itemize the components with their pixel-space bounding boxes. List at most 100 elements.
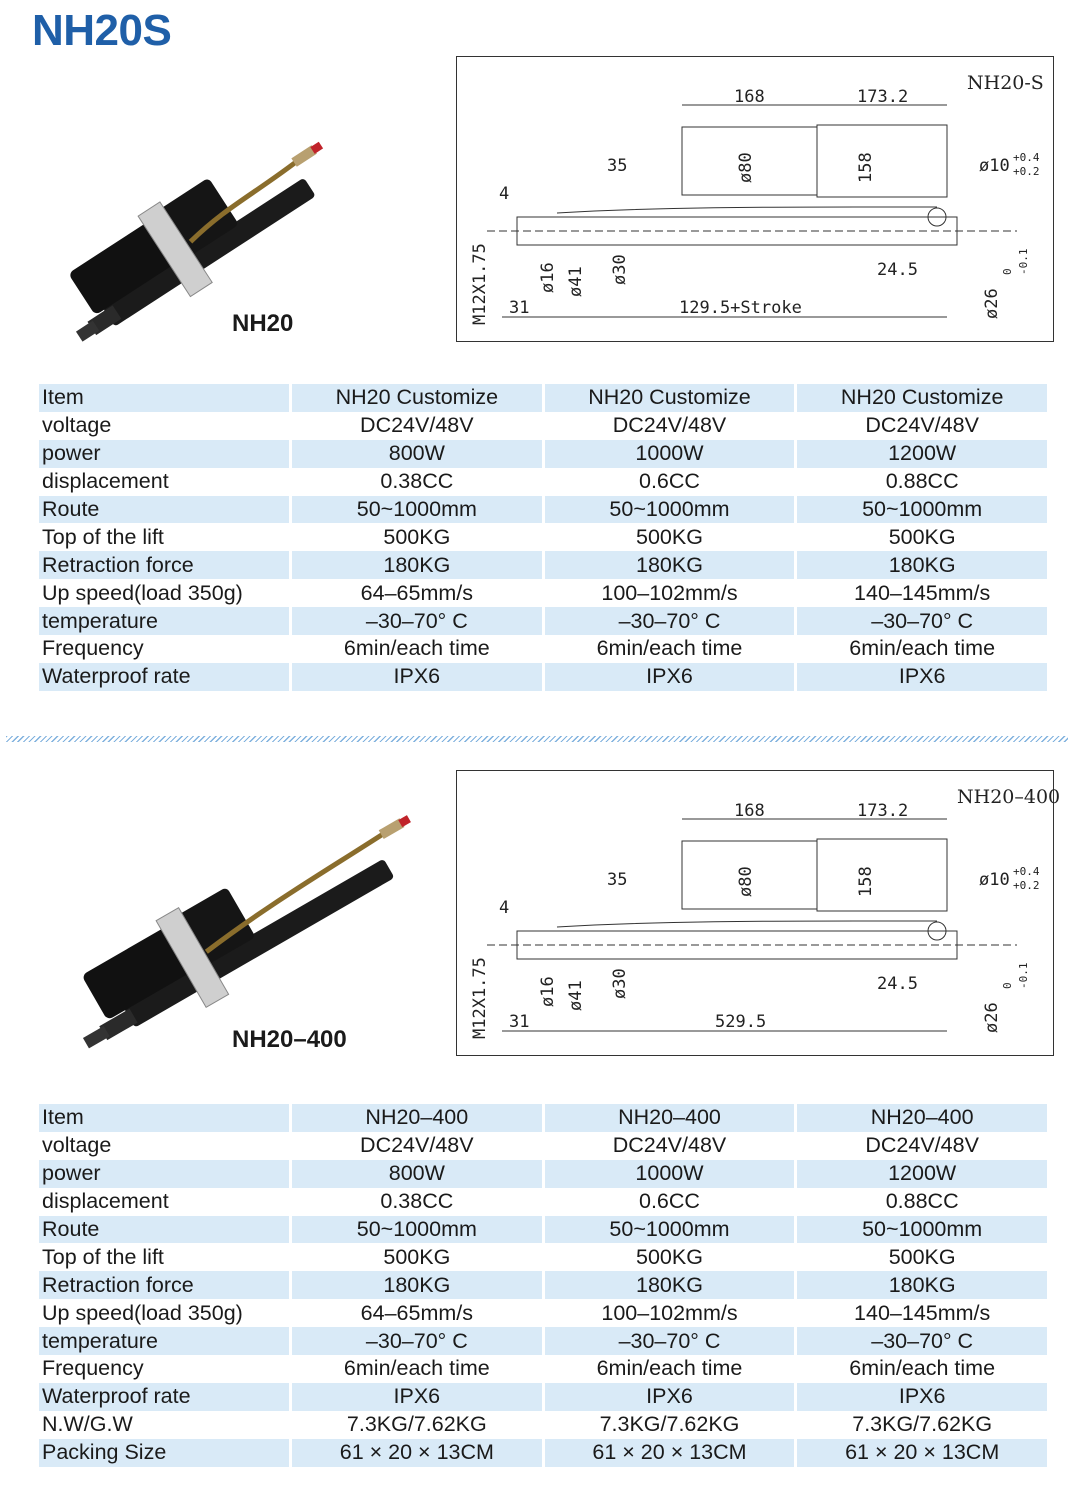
page-title: NH20S — [32, 6, 172, 55]
spec-value-cell: 1000W — [544, 1159, 795, 1188]
dim-4: 4 — [499, 898, 509, 918]
spec-value-cell: –30–70° C — [544, 1327, 795, 1356]
spec-label-cell: voltage — [42, 1133, 112, 1158]
spec-label-cell: Frequency — [42, 1356, 144, 1381]
spec-label-cell: Route — [39, 1215, 289, 1244]
drawing-model: NH20-S — [967, 72, 1044, 94]
spec-value-cell: 50~1000mm — [797, 495, 1047, 524]
spec-value-cell: IPX6 — [544, 662, 795, 691]
spec-value-cell: –30–70° C — [797, 607, 1047, 636]
tol-10-lower: +0.2 — [1013, 165, 1040, 178]
spec-value-cell: 800W — [292, 1159, 542, 1188]
spec-value-cell: DC24V/48V — [360, 413, 474, 438]
spec-value-cell: 800W — [292, 439, 542, 468]
spec-label-cell: displacement — [42, 469, 169, 494]
dim-phi80: ø80 — [736, 152, 756, 183]
spec-label-cell: Waterproof rate — [39, 662, 289, 691]
table-row: temperature–30–70° C–30–70° C–30–70° C — [39, 607, 1047, 636]
dim-168: 168 — [734, 87, 765, 107]
spec-label-cell: power — [39, 1159, 289, 1188]
spec-value-cell: IPX6 — [544, 1382, 795, 1411]
dim-phi41: ø41 — [566, 980, 586, 1011]
spec-value-cell: 50~1000mm — [544, 1215, 795, 1244]
spec-value-cell: 61 × 20 × 13CM — [292, 1438, 542, 1467]
technical-drawing: NH20–400 168 173.2 35 ø80 158 ø10 +0.4 +… — [456, 770, 1060, 1056]
tol-10-upper: +0.4 — [1013, 865, 1040, 878]
spec-value-cell: 1200W — [797, 439, 1047, 468]
dim-35: 35 — [607, 156, 627, 176]
spec-value-cell: 1200W — [797, 1159, 1047, 1188]
dim-phi16: ø16 — [538, 976, 558, 1007]
dim-phi80: ø80 — [736, 866, 756, 897]
spec-value-cell: 7.3KG/7.62KG — [346, 1412, 487, 1437]
spec-label-cell: Retraction force — [39, 1271, 289, 1300]
spec-label-cell: temperature — [39, 1327, 289, 1356]
dim-phi16: ø16 — [538, 262, 558, 293]
spec-value-cell: 7.3KG/7.62KG — [599, 1412, 740, 1437]
dim-173: 173.2 — [857, 87, 908, 107]
spec-value-cell: IPX6 — [292, 1382, 542, 1411]
spec-label-cell: Top of the lift — [42, 524, 164, 549]
actuator-product-image — [40, 120, 380, 350]
dim-173: 173.2 — [857, 801, 908, 821]
spec-value-cell: 50~1000mm — [544, 495, 795, 524]
spec-value-cell: DC24V/48V — [612, 413, 727, 438]
tol-10-upper: +0.4 — [1013, 151, 1040, 164]
spec-value-cell: 180KG — [292, 551, 542, 580]
dim-158: 158 — [856, 866, 876, 897]
dim-phi26: ø26 — [982, 1002, 1002, 1033]
spec-value-cell: 180KG — [797, 1271, 1047, 1300]
spec-value-cell: NH20 Customize — [292, 384, 542, 412]
spec-value-cell: 6min/each time — [849, 636, 996, 661]
tol-26-upper: 0 — [1001, 268, 1014, 275]
spec-value-cell: 64–65mm/s — [360, 580, 473, 605]
spec-value-cell: 180KG — [544, 1271, 795, 1300]
spec-value-cell: –30–70° C — [797, 1327, 1047, 1356]
spec-value-cell: 500KG — [636, 1244, 703, 1269]
dim-m12: M12X1.75 — [470, 957, 490, 1039]
spec-label-cell: temperature — [39, 607, 289, 636]
spec-value-cell: 7.3KG/7.62KG — [852, 1412, 993, 1437]
spec-label-cell: voltage — [42, 413, 112, 438]
spec-label-cell: power — [39, 439, 289, 468]
spec-value-cell: 0.88CC — [885, 1189, 959, 1214]
spec-value-cell: NH20 Customize — [544, 384, 795, 412]
spec-value-cell: 61 × 20 × 13CM — [797, 1438, 1047, 1467]
spec-value-cell: 6min/each time — [596, 1356, 743, 1381]
spec-value-cell: 0.88CC — [885, 469, 959, 494]
dim-158: 158 — [856, 152, 876, 183]
dim-length: 529.5 — [715, 1012, 766, 1032]
dim-phi10: ø10 — [979, 870, 1010, 890]
spec-value-cell: 1000W — [544, 439, 795, 468]
spec-value-cell: 50~1000mm — [797, 1215, 1047, 1244]
spec-value-cell: 0.6CC — [639, 1189, 700, 1214]
dim-phi10: ø10 — [979, 156, 1010, 176]
spec-value-cell: IPX6 — [797, 662, 1047, 691]
spec-value-cell: 180KG — [292, 1271, 542, 1300]
dim-24: 24.5 — [877, 974, 918, 994]
dim-phi41: ø41 — [566, 266, 586, 297]
spec-value-cell: DC24V/48V — [360, 1133, 474, 1158]
dim-4: 4 — [499, 184, 509, 204]
spec-value-cell: 50~1000mm — [292, 1215, 542, 1244]
spec-value-cell: 0.6CC — [639, 469, 700, 494]
spec-label-cell: Item — [39, 384, 289, 412]
tol-26-lower: -0.1 — [1017, 963, 1030, 990]
spec-value-cell: NH20–400 — [292, 1104, 542, 1132]
spec-label-cell: Route — [39, 495, 289, 524]
spec-label-cell: Up speed(load 350g) — [42, 1300, 243, 1325]
technical-drawing: NH20-S 168 173.2 35 ø80 158 ø10 +0.4 +0.… — [456, 56, 1054, 342]
spec-label-cell: Item — [39, 1104, 289, 1132]
spec-label-cell: displacement — [42, 1189, 169, 1214]
product-label: NH20–400 — [232, 1026, 347, 1053]
